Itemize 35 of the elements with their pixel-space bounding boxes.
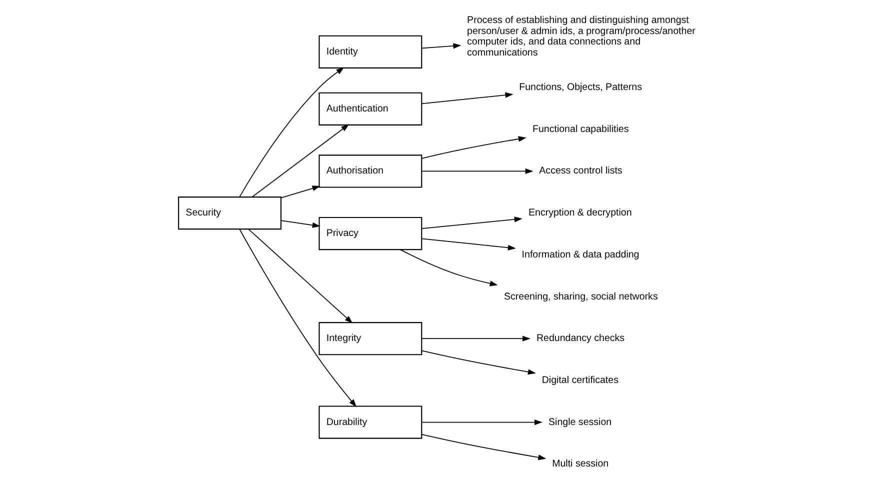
arrow bbox=[421, 336, 530, 342]
node-text: Multi session bbox=[552, 458, 609, 470]
node-box: Durability bbox=[318, 406, 422, 439]
arrow bbox=[421, 350, 536, 375]
node-box: Authorisation bbox=[318, 154, 422, 188]
arrow bbox=[280, 186, 320, 198]
arrow bbox=[421, 216, 522, 229]
node-text: Functional capabilities bbox=[532, 124, 629, 135]
node-box: Integrity bbox=[318, 322, 422, 356]
node-text: Encryption & decryption bbox=[528, 208, 632, 219]
arrow bbox=[421, 434, 546, 460]
node-text: Functions, Objects, Patterns bbox=[519, 82, 642, 94]
node-text: Single session bbox=[548, 416, 612, 428]
arrow bbox=[239, 67, 344, 198]
arrow bbox=[239, 228, 357, 408]
node-box: Security bbox=[178, 196, 282, 230]
arrow bbox=[421, 43, 462, 49]
node-text: Redundancy checks bbox=[536, 333, 625, 344]
node-text: Access control lists bbox=[539, 166, 622, 177]
arrow bbox=[280, 220, 320, 228]
arrow bbox=[248, 228, 353, 324]
node-text: Information & data padding bbox=[522, 249, 640, 260]
node-text: Digital certificates bbox=[542, 374, 618, 386]
arrow bbox=[421, 419, 542, 426]
arrow bbox=[421, 168, 534, 174]
arrow bbox=[421, 238, 516, 250]
arrow bbox=[421, 136, 526, 159]
node-text: Process of establishing and distinguishing amongst person/user & admin ids, a program/process/another computer ids, and data connections and communications bbox=[467, 15, 696, 58]
node-box: Authentication bbox=[318, 92, 422, 126]
arrow bbox=[252, 124, 350, 198]
node-box: Identity bbox=[318, 35, 422, 68]
node-text: Screening, sharing, social networks bbox=[504, 291, 658, 302]
arrow bbox=[400, 249, 498, 286]
arrow bbox=[421, 92, 514, 104]
node-box: Privacy bbox=[318, 216, 422, 250]
